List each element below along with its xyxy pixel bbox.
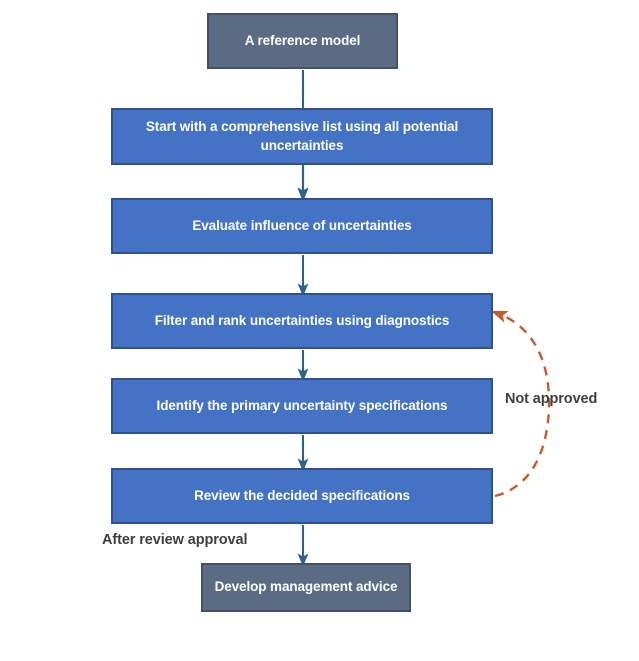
edge-label-after-review-approval: After review approval [102, 532, 248, 548]
node-identify-primary[interactable]: Identify the primary uncertainty specifi… [111, 378, 493, 434]
node-comprehensive-list[interactable]: Start with a comprehensive list using al… [111, 108, 493, 165]
edge-label-not-approved: Not approved [505, 391, 598, 407]
node-filter-rank[interactable]: Filter and rank uncertainties using diag… [111, 293, 493, 349]
node-label: Start with a comprehensive list using al… [145, 119, 459, 153]
node-review-specifications[interactable]: Review the decided specifications [111, 468, 493, 524]
node-label: Identify the primary uncertainty specifi… [156, 397, 448, 413]
node-label: Filter and rank uncertainties using diag… [154, 312, 450, 328]
node-reference-model[interactable]: A reference model [207, 13, 398, 69]
node-label: A reference model [244, 32, 361, 48]
node-develop-advice[interactable]: Develop management advice [201, 563, 411, 612]
node-label: Develop management advice [214, 579, 398, 595]
node-label: Evaluate influence of uncertainties [192, 217, 412, 233]
node-label: Review the decided specifications [194, 487, 410, 503]
node-evaluate-influence[interactable]: Evaluate influence of uncertainties [111, 198, 493, 254]
